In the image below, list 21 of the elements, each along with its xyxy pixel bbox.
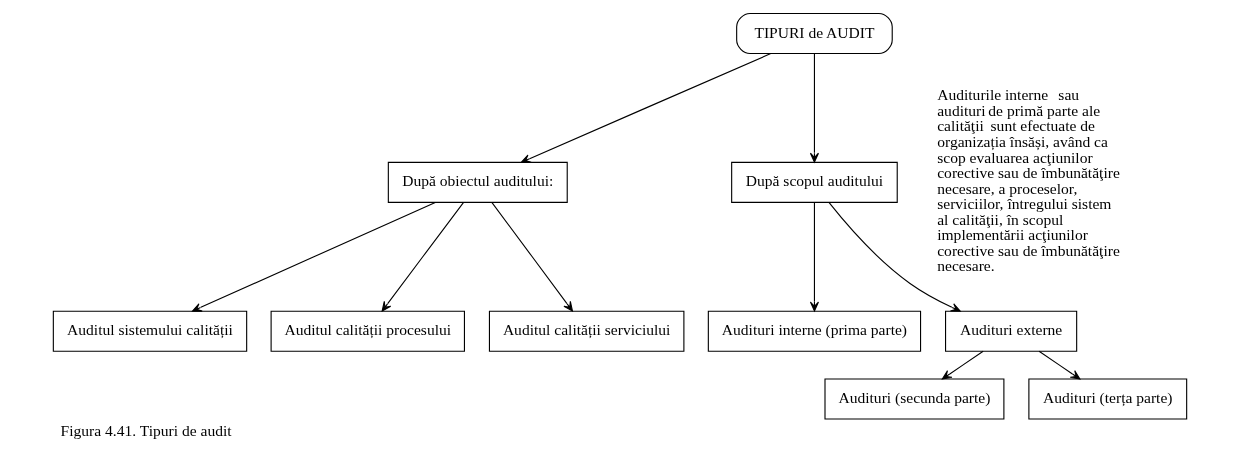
node-box: TIPURI de AUDIT xyxy=(735,12,893,54)
arrow xyxy=(827,201,961,312)
arrow xyxy=(1038,350,1080,380)
node-box: Auditul sistemului calității xyxy=(52,310,247,352)
arrow xyxy=(941,350,984,380)
arrow xyxy=(381,201,464,311)
arrow xyxy=(520,52,771,163)
arrow xyxy=(809,201,819,311)
node-box: Auditul calității serviciului xyxy=(488,310,684,352)
caption: Figura 4.41. Tipuri de audit xyxy=(60,421,232,439)
node-box: Audituri (terța parte) xyxy=(1027,377,1187,420)
label: Auditurile interne sau audituri de primă parte ale calităţii sunt efectuate de organizația însăși, având ca scop evaluarea acţiunilor corective sau de îmbunătăţire necesare, a proceselor, serviciilor, întregului sistem al calităţii, în scopul implementării acţiunilor corective sau de îmbunătăţire necesare. xyxy=(936,85,1120,274)
arrow xyxy=(809,52,819,163)
node-box: Audituri (secunda parte) xyxy=(823,377,1004,420)
arrow xyxy=(191,201,436,312)
node-box: După scopul auditului xyxy=(730,161,898,203)
node-box: Audituri externe xyxy=(944,310,1077,352)
node-box: Audituri interne (prima parte) xyxy=(707,310,921,352)
node-box: După obiectul auditului: xyxy=(387,161,568,203)
arrow xyxy=(490,201,573,311)
node-box: Auditul calității procesului xyxy=(270,310,465,352)
